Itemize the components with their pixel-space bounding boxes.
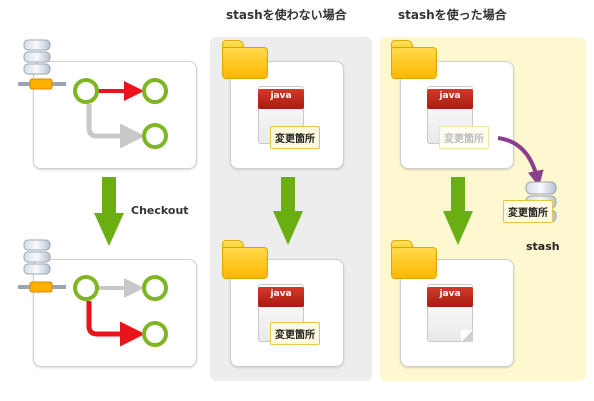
commit-node-icon xyxy=(73,275,99,301)
commit-node-icon xyxy=(142,321,168,347)
commit-node-icon xyxy=(142,123,168,149)
commit-node-icon xyxy=(142,275,168,301)
red-branch-arrow xyxy=(86,301,145,347)
commit-node-icon xyxy=(73,78,99,104)
repository-icon xyxy=(18,239,66,293)
stash-move-arrow xyxy=(497,136,544,187)
stash-label: stash xyxy=(526,240,560,253)
branch-card-after xyxy=(33,259,197,367)
branch-card-before xyxy=(33,61,197,169)
title-without-stash: stashを使わない場合 xyxy=(226,8,347,22)
folder-icon xyxy=(222,240,268,280)
down-arrow-icon xyxy=(273,177,303,245)
commit-node-icon xyxy=(142,78,168,104)
title-with-stash: stashを使った場合 xyxy=(398,8,507,22)
folder-icon xyxy=(391,40,437,80)
down-arrow-icon xyxy=(443,177,473,245)
changed-lines-badge: 変更箇所 xyxy=(270,322,320,345)
gray-branch-arrow xyxy=(86,104,145,149)
repository-icon xyxy=(18,39,66,90)
folder-icon xyxy=(222,40,268,80)
checkout-label: Checkout xyxy=(131,204,189,217)
stashed-changes-badge: 変更箇所 xyxy=(503,200,553,223)
changed-lines-badge: 変更箇所 xyxy=(270,126,320,149)
changed-lines-badge-faded: 変更箇所 xyxy=(439,126,489,149)
branch-diagram xyxy=(18,39,168,347)
folder-icon xyxy=(391,240,437,280)
java-file-icon: java xyxy=(427,284,473,342)
down-arrow-icon xyxy=(94,177,124,246)
